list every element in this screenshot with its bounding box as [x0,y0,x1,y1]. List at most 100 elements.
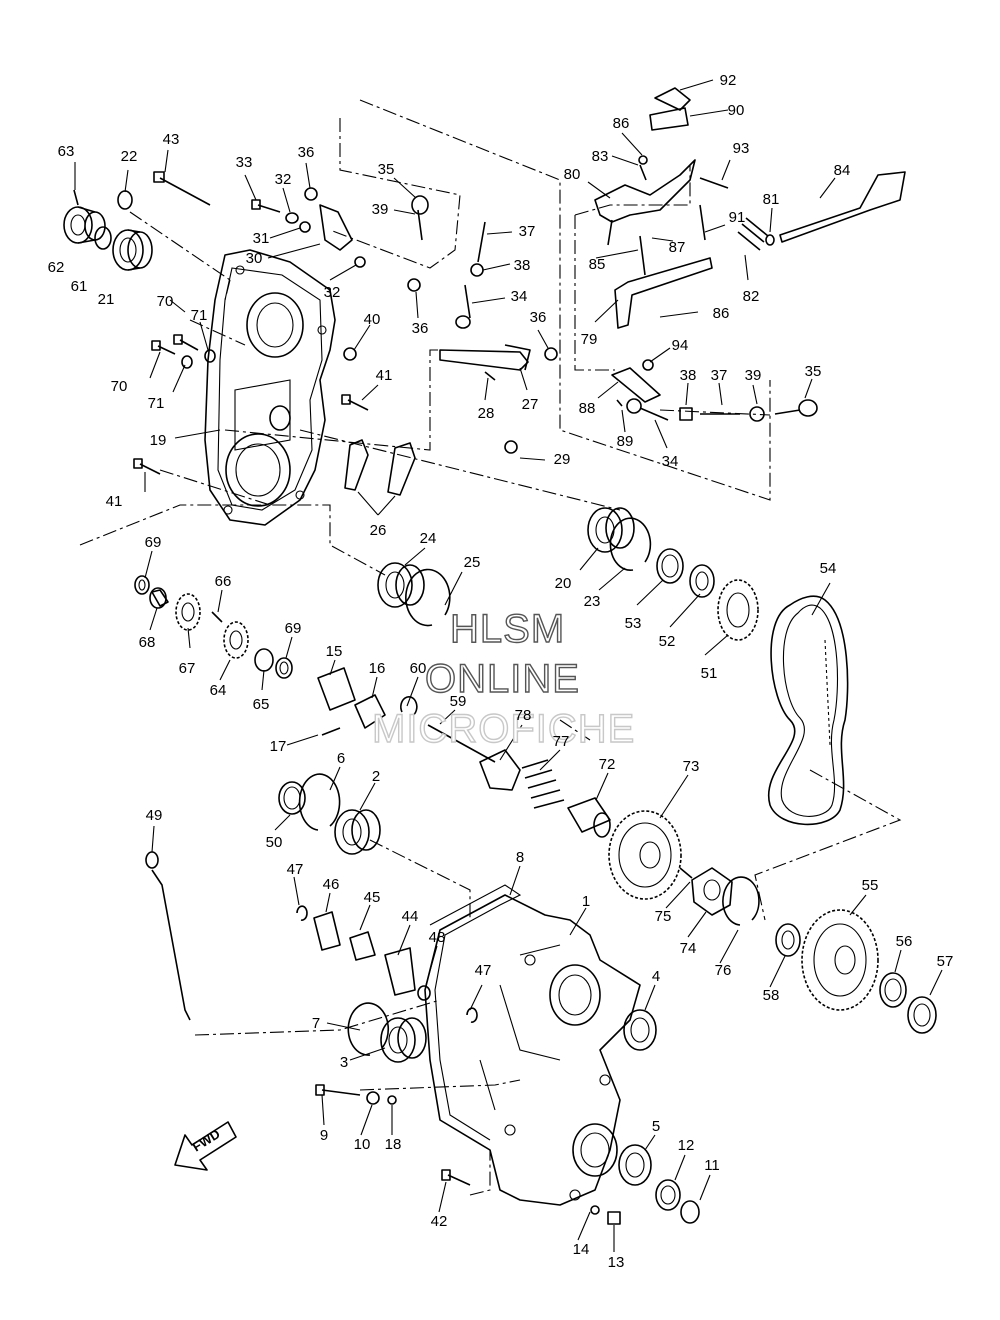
callout-36a: 36 [298,144,315,161]
callout-86a: 86 [613,115,630,132]
watermark-line-1: HLSM [450,607,565,651]
callout-51: 51 [701,665,718,682]
callout-77: 77 [553,733,570,750]
callout-46: 46 [323,876,340,893]
callout-33: 33 [236,154,253,171]
callout-38b: 38 [680,367,697,384]
callout-58: 58 [763,987,780,1004]
drive-chain [767,595,849,826]
callout-2: 2 [372,768,380,785]
callout-48: 48 [429,929,446,946]
callout-40: 40 [364,311,381,328]
assembly-reference-lines [79,99,902,1196]
callout-54: 54 [820,560,837,577]
callout-71b: 71 [148,395,165,412]
watermark-line-3: MICROFICHE [372,707,635,751]
callout-68: 68 [139,634,156,651]
callout-49: 49 [146,807,163,824]
callout-35a: 35 [378,161,395,178]
shafts-pins-bolts [73,171,693,1225]
callout-16: 16 [369,660,386,677]
callout-38a: 38 [514,257,531,274]
callout-14: 14 [573,1241,590,1258]
callout-leader-lines [74,79,943,1252]
callout-17: 17 [270,738,287,755]
watermark: HLSM ONLINE MICROFICHE [371,606,635,751]
callout-50: 50 [266,834,283,851]
callout-36b: 36 [412,320,429,337]
callout-23: 23 [584,593,601,610]
callout-64: 64 [210,682,227,699]
callout-47a: 47 [287,861,304,878]
callout-94: 94 [672,337,689,354]
callout-26: 26 [370,522,387,539]
callout-11: 11 [704,1157,720,1174]
callout-4: 4 [652,968,660,985]
callout-1: 1 [582,893,590,910]
callout-27: 27 [522,396,539,413]
callout-34a: 34 [511,288,528,305]
callout-53: 53 [625,615,642,632]
callout-74: 74 [680,940,697,957]
callout-7: 7 [312,1015,320,1032]
callout-19: 19 [150,432,167,449]
callout-25: 25 [464,554,481,571]
callout-85: 85 [589,256,606,273]
callout-30: 30 [246,250,263,267]
callout-labels: 1 2 3 4 5 6 7 8 9 10 11 12 13 14 15 16 1… [48,72,954,1271]
callout-28: 28 [478,405,495,422]
callout-76: 76 [715,962,732,979]
callout-80: 80 [564,166,581,183]
callout-60: 60 [410,660,427,677]
fwd-label: FWD [190,1126,223,1154]
callout-63: 63 [58,143,75,160]
callout-35b: 35 [805,363,822,380]
callout-36c: 36 [530,309,547,326]
callout-6: 6 [337,750,345,767]
chaincase-cover [204,249,336,526]
callout-22: 22 [121,148,138,165]
callout-20: 20 [555,575,572,592]
callout-45: 45 [364,889,381,906]
callout-37b: 37 [711,367,728,384]
callout-15: 15 [326,643,343,660]
callout-71a: 71 [191,307,208,324]
callout-41b: 41 [106,493,123,510]
callout-62: 62 [48,259,65,276]
callout-8: 8 [516,849,524,866]
callout-70a: 70 [157,293,174,310]
callout-72: 72 [599,756,616,773]
callout-69b: 69 [285,620,302,637]
callout-86b: 86 [713,305,730,322]
callout-56: 56 [896,933,913,950]
forward-direction-arrow: FWD [174,1121,237,1171]
callout-39b: 39 [745,367,762,384]
callout-66: 66 [215,573,232,590]
callout-78: 78 [515,707,532,724]
callout-87: 87 [669,239,686,256]
callout-13: 13 [608,1254,625,1271]
callout-29: 29 [554,451,571,468]
callout-83: 83 [592,148,609,165]
callout-57: 57 [937,953,954,970]
callout-24: 24 [420,530,437,547]
gears-and-sprockets [175,579,879,1011]
callout-37a: 37 [519,223,536,240]
callout-59: 59 [450,693,467,710]
callout-89: 89 [617,433,634,450]
callout-92: 92 [720,72,737,89]
watermark-line-2: ONLINE [425,657,580,701]
callout-31: 31 [253,230,270,247]
callout-39a: 39 [372,201,389,218]
callout-5: 5 [652,1118,660,1135]
callout-93: 93 [733,140,750,157]
callout-82: 82 [743,288,760,305]
callout-42: 42 [431,1213,448,1230]
callout-32b: 32 [324,284,341,301]
callout-69a: 69 [145,534,162,551]
callout-43: 43 [163,131,180,148]
callout-91: 91 [729,209,746,226]
callout-12: 12 [678,1137,695,1154]
callout-18: 18 [385,1136,402,1153]
